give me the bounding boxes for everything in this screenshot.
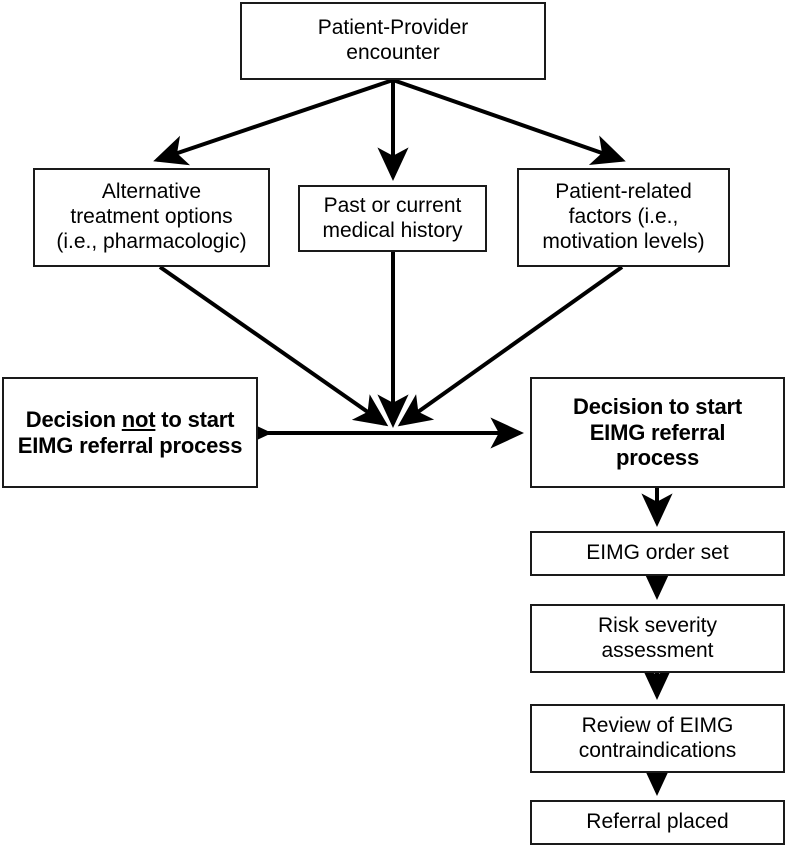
edge-encounter-to-alternative [153, 78, 394, 166]
node-label: Decision to start EIMG referral process [573, 393, 742, 471]
node-patient-related-factors: Patient-related factors (i.e., motivatio… [517, 168, 730, 267]
decision-part-underlined: not [121, 406, 156, 432]
node-referral-placed: Referral placed [530, 800, 785, 845]
edge-encounter-to-patient-factors [392, 78, 626, 165]
node-label: Referral placed [586, 810, 729, 834]
node-label: EIMG order set [586, 541, 729, 565]
node-review-of-eimg-contraindications: Review of EIMG contraindications [530, 704, 785, 773]
node-past-or-current-medical-history: Past or current medical history [298, 185, 487, 252]
node-patient-provider-encounter: Patient-Provider encounter [240, 2, 546, 80]
node-label-parts: Decision not to start EIMG referral proc… [10, 407, 250, 459]
node-risk-severity-assessment: Risk severity assessment [530, 604, 785, 673]
node-decision-to-start: Decision to start EIMG referral process [530, 377, 785, 488]
node-label: Patient-related factors (i.e., motivatio… [542, 180, 705, 253]
node-decision-not-to-start: Decision not to start EIMG referral proc… [2, 377, 258, 488]
node-label: Review of EIMG contraindications [578, 713, 737, 762]
node-label: Past or current medical history [322, 193, 463, 242]
decision-part-1: Decision [25, 406, 122, 432]
node-eimg-order-set: EIMG order set [530, 531, 785, 576]
node-label: Risk severity assessment [597, 613, 718, 662]
node-alternative-treatment-options: Alternative treatment options (i.e., pha… [33, 168, 270, 267]
node-label: Patient-Provider encounter [317, 16, 469, 64]
node-label: Alternative treatment options (i.e., pha… [56, 180, 247, 253]
